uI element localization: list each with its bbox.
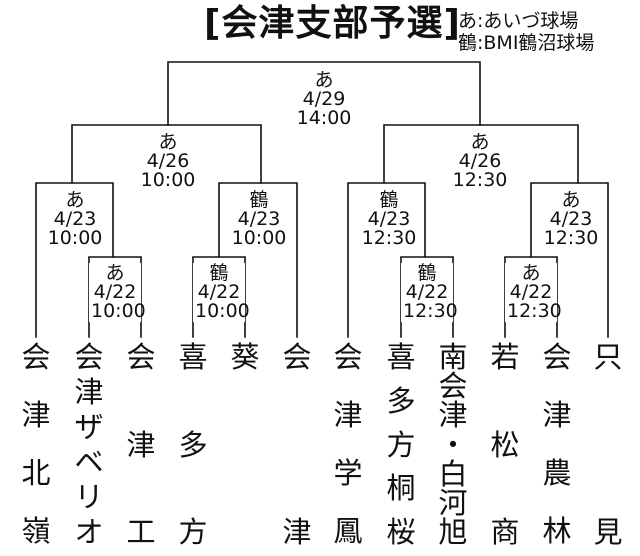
team-column: 会津ザベリオ — [74, 340, 104, 549]
team-column: 会津学鳳 — [333, 340, 363, 548]
match-date: 4/22 — [93, 281, 137, 303]
team-column: 会津農林 — [542, 340, 572, 548]
team-column: 葵 — [230, 340, 260, 374]
match-date: 4/22 — [197, 281, 241, 303]
match-date: 4/22 — [509, 281, 553, 303]
match-date: 4/23 — [549, 208, 593, 230]
match-venue: あ — [314, 69, 334, 91]
match-r1a: あ 4/22 10:00 — [89, 262, 146, 322]
bracket-line-qf2 — [218, 182, 298, 338]
team-column: 若松商 — [490, 340, 520, 549]
match-semi-right: あ 4/26 12:30 — [447, 132, 513, 191]
match-venue: あ — [521, 262, 541, 284]
team-column: 南会津・白河旭 — [438, 340, 468, 549]
bracket-line-qf4 — [530, 182, 609, 338]
match-venue: あ — [470, 131, 490, 153]
match-time: 12:30 — [507, 300, 562, 322]
legend-aizu-stadium: あ:あいづ球場 — [458, 10, 579, 32]
match-time: 12:30 — [452, 169, 508, 191]
match-venue: あ — [105, 262, 125, 284]
legend-bmi-tsurunuma-stadium: 鶴:BMI鶴沼球場 — [458, 32, 595, 54]
match-r1c: 鶴 4/22 12:30 — [401, 262, 458, 322]
venue-legend: あ:あいづ球場 鶴:BMI鶴沼球場 — [458, 10, 594, 54]
match-venue: あ — [65, 189, 85, 211]
match-venue: あ — [561, 189, 581, 211]
match-time: 12:30 — [543, 227, 599, 249]
team-column: 会津 — [282, 340, 312, 549]
match-venue: あ — [158, 131, 178, 153]
team-column: 会津北嶺 — [21, 340, 51, 548]
match-date: 4/26 — [146, 150, 190, 172]
match-venue: 鶴 — [379, 189, 399, 211]
match-qf3: 鶴 4/23 12:30 — [356, 190, 422, 249]
match-qf4: あ 4/23 12:30 — [538, 190, 604, 249]
match-date: 4/29 — [302, 88, 346, 110]
bracket-line-qf3 — [347, 182, 426, 338]
match-venue: 鶴 — [417, 262, 437, 284]
match-venue: 鶴 — [209, 262, 229, 284]
match-date: 4/26 — [458, 150, 502, 172]
match-date: 4/23 — [237, 208, 281, 230]
match-qf1: あ 4/23 10:00 — [42, 190, 108, 249]
match-date: 4/23 — [367, 208, 411, 230]
match-r1d: あ 4/22 12:30 — [505, 262, 562, 322]
match-time: 10:00 — [195, 300, 250, 322]
bracket-line-semi-left — [71, 124, 262, 184]
match-date: 4/23 — [53, 208, 97, 230]
match-semi-left: あ 4/26 10:00 — [135, 132, 201, 191]
match-time: 12:30 — [403, 300, 458, 322]
match-venue: 鶴 — [249, 189, 269, 211]
team-column: 喜多方桐桜 — [386, 340, 416, 549]
match-time: 12:30 — [361, 227, 417, 249]
match-time: 14:00 — [296, 107, 352, 129]
bracket-line-final — [167, 61, 481, 126]
team-column: 只見 — [593, 340, 623, 549]
match-r1b: 鶴 4/22 10:00 — [193, 262, 250, 322]
match-time: 10:00 — [231, 227, 287, 249]
match-qf2: 鶴 4/23 10:00 — [226, 190, 292, 249]
page-title: [会津支部予選] — [204, 3, 461, 44]
match-date: 4/22 — [405, 281, 449, 303]
match-time: 10:00 — [47, 227, 103, 249]
match-final: あ 4/29 14:00 — [291, 70, 357, 129]
team-column: 喜多方 — [178, 340, 208, 549]
match-time: 10:00 — [91, 300, 146, 322]
team-column: 会津工 — [126, 340, 156, 549]
match-time: 10:00 — [140, 169, 196, 191]
bracket-line-qf1 — [35, 182, 114, 338]
bracket-line-semi-right — [383, 124, 579, 184]
